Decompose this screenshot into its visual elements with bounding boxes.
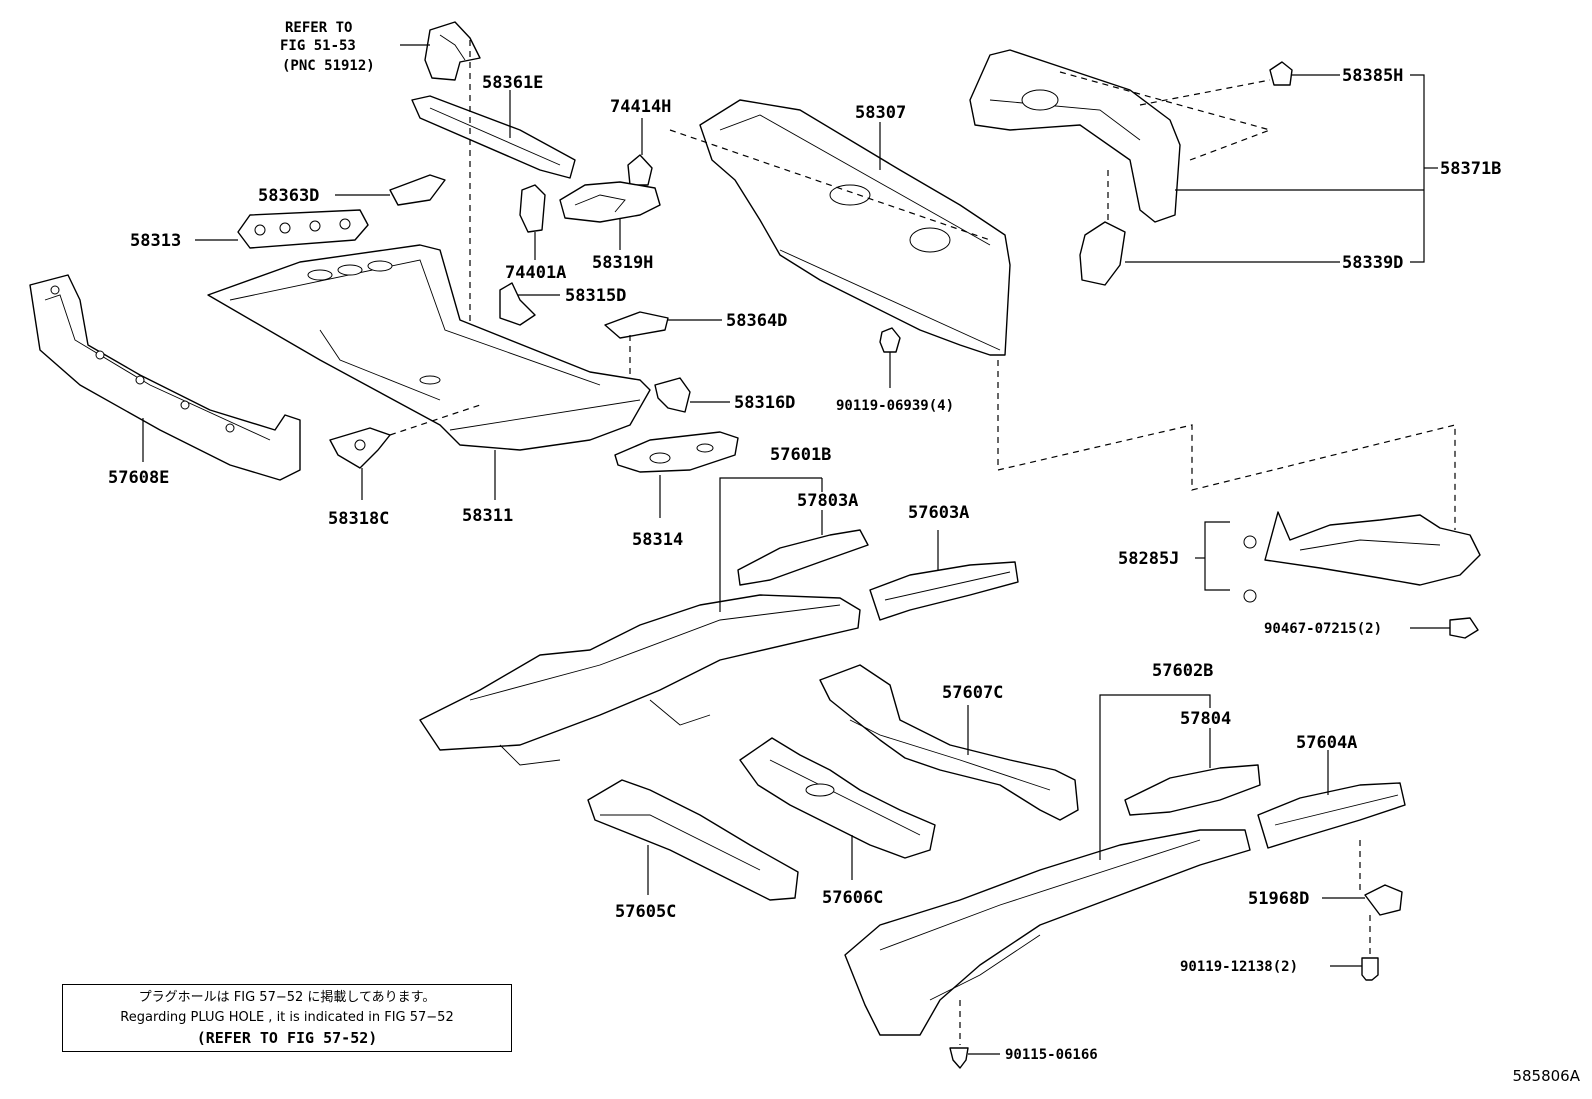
label-57803A: 57803A [797,491,858,511]
label-58285J: 58285J [1118,549,1179,569]
label-90119-12138: 90119-12138(2) [1180,959,1298,975]
part-74401A [519,184,546,233]
note-line-jp: プラグホールは FIG 57−52 に掲載してあります。 [138,990,436,1005]
label-57607C: 57607C [942,683,1003,703]
part-58385H [1269,61,1293,86]
part-57607C [819,664,1079,821]
label-58314: 58314 [632,530,683,550]
label-58319H: 58319H [592,253,653,273]
refer-label-line2: FIG 51-53 [280,38,356,54]
part-57604A [1257,782,1406,849]
part-58318C [329,427,391,469]
note-line-en: Regarding PLUG HOLE , it is indicated in… [120,1010,454,1025]
label-57608E: 57608E [108,468,169,488]
label-58307: 58307 [855,103,906,123]
label-58311: 58311 [462,506,513,526]
label-58315D: 58315D [565,286,626,306]
part-51968D [1364,884,1403,916]
part-58285J [1264,511,1481,586]
part-58313 [237,209,369,249]
part-58371B [969,49,1181,223]
label-58339D: 58339D [1342,253,1403,273]
label-58318C: 58318C [328,509,389,529]
bracket-51912 [424,21,481,81]
clip-group [1243,535,1257,603]
part-58363D [389,174,446,206]
label-57604A: 57604A [1296,733,1357,753]
label-57601B: 57601B [770,445,831,465]
part-57601B [419,594,861,766]
part-58361E [411,95,576,179]
label-58363D: 58363D [258,186,319,206]
refer-label-line3: (PNC 51912) [282,58,375,74]
part-58339D [1079,221,1126,286]
part-58315D [499,282,536,326]
part-58364D [604,311,669,339]
label-57606C: 57606C [822,888,883,908]
part-58314 [614,431,739,473]
nut-90467-07215 [1449,617,1479,639]
label-90467-07215: 90467-07215(2) [1264,621,1382,637]
refer-label-line1: REFER TO [285,20,352,36]
part-57606C [739,737,936,859]
label-58385H: 58385H [1342,66,1403,86]
label-90115-06166: 90115-06166 [1005,1047,1098,1063]
label-74401A: 74401A [505,263,566,283]
part-57803A [737,529,869,586]
label-57804: 57804 [1180,709,1231,729]
label-58316D: 58316D [734,393,795,413]
label-58313: 58313 [130,231,181,251]
label-74414H: 74414H [610,97,671,117]
label-58371B: 58371B [1440,159,1501,179]
label-58361E: 58361E [482,73,543,93]
label-57602B: 57602B [1152,661,1213,681]
label-57603A: 57603A [908,503,969,523]
part-58311 [207,244,651,451]
part-57608E [29,274,301,481]
note-line-ref: (REFER TO FIG 57-52) [196,1029,378,1047]
illustration-code: 585806A [1512,1067,1580,1085]
plug-hole-note: プラグホールは FIG 57−52 に掲載してあります。 Regarding P… [62,984,512,1052]
part-58316D [654,377,691,413]
bolt-90119-12138 [1361,957,1379,981]
label-57605C: 57605C [615,902,676,922]
bolt-90119-06939 [879,327,901,353]
part-57605C [587,779,799,901]
bolt-90115-06166 [949,1047,969,1069]
part-58307 [699,99,1011,356]
part-58319H [559,181,661,223]
part-57804 [1124,764,1261,816]
label-90119-06939: 90119-06939(4) [836,398,954,414]
label-51968D: 51968D [1248,889,1309,909]
part-57603A [869,561,1019,621]
part-57602B [844,829,1251,1036]
label-58364D: 58364D [726,311,787,331]
part-74414H [627,154,653,186]
